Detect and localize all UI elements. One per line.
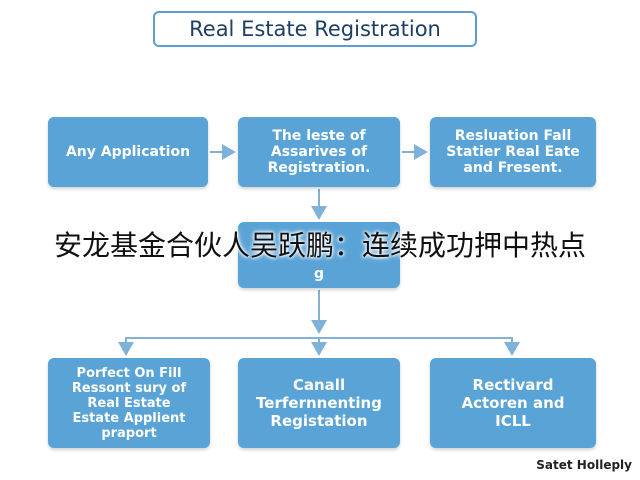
footer-signature: Satet Holleply — [536, 458, 632, 472]
node-label: Any Application — [65, 144, 191, 160]
node-label: The leste of Assarives of Registration. — [267, 128, 371, 176]
node-label: Resluation Fall Statier Real Eate and Fr… — [446, 128, 580, 176]
node-label: Porfect On Fill Ressont sury of Real Est… — [71, 365, 187, 441]
node-label: Canall Terfernnenting Registation — [256, 376, 382, 430]
node-any-application: Any Application — [48, 117, 208, 187]
node-perfect-fill: Porfect On Fill Ressont sury of Real Est… — [48, 358, 210, 448]
node-resluation: Resluation Fall Statier Real Eate and Fr… — [430, 117, 596, 187]
overlay-banner-text: 安龙基金合伙人吴跃鹏：连续成功押中热点 — [53, 229, 586, 262]
node-canall: Canall Terfernnenting Registation — [238, 358, 400, 448]
node-rectivard: Rectivard Actoren and ICLL — [430, 358, 596, 448]
node-leste-registration: The leste of Assarives of Registration. — [238, 117, 400, 187]
node-label: g — [313, 266, 325, 282]
diagram-title: Real Estate Registration — [153, 11, 477, 47]
node-label: Rectivard Actoren and ICLL — [461, 376, 565, 430]
diagram-title-text: Real Estate Registration — [189, 17, 441, 41]
node-middle: g — [238, 222, 400, 288]
